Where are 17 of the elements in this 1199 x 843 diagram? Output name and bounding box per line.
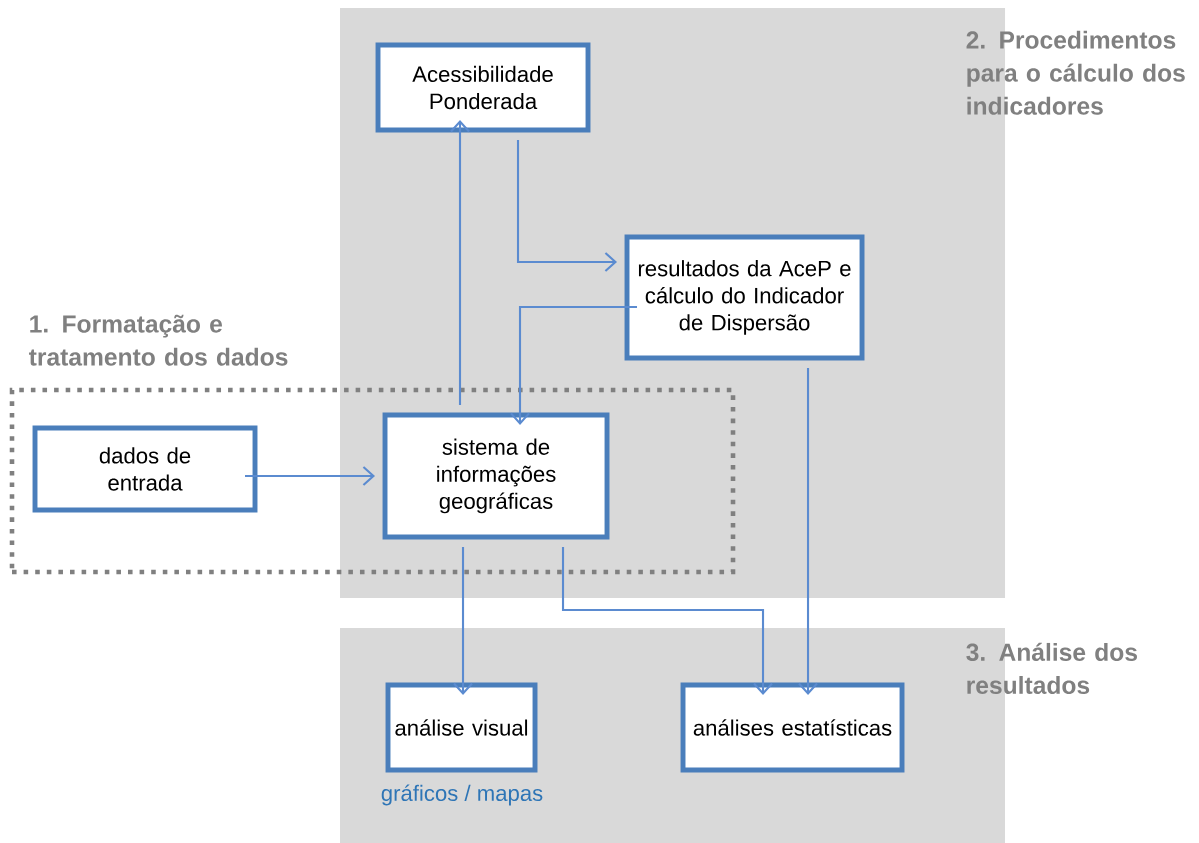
arrow [798, 368, 818, 695]
process-box: sistema de informações geográficas [382, 412, 610, 540]
arrow [453, 547, 473, 695]
process-box: resultados da AceP e cálculo do Indicador de Dispersão [624, 234, 865, 361]
arrow [510, 305, 637, 425]
arrow [245, 466, 375, 486]
process-box: análise visual [385, 682, 538, 773]
process-box: análises estatísticas [680, 682, 905, 773]
process-box: Acessibilidade Ponderada [375, 42, 591, 133]
arrow [516, 140, 617, 272]
arrow [450, 120, 470, 405]
process-box: dados de entrada [32, 425, 258, 513]
tool-note: gráficos / mapas [381, 784, 543, 806]
stage-heading: 2. Procedimentos para o cálculo dos indicadores [966, 30, 1185, 115]
stage-heading: 3. Análise dos resultados [966, 642, 1137, 694]
arrow [561, 547, 773, 695]
stage-heading: 1. Formatação e tratamento dos dados [29, 314, 288, 366]
